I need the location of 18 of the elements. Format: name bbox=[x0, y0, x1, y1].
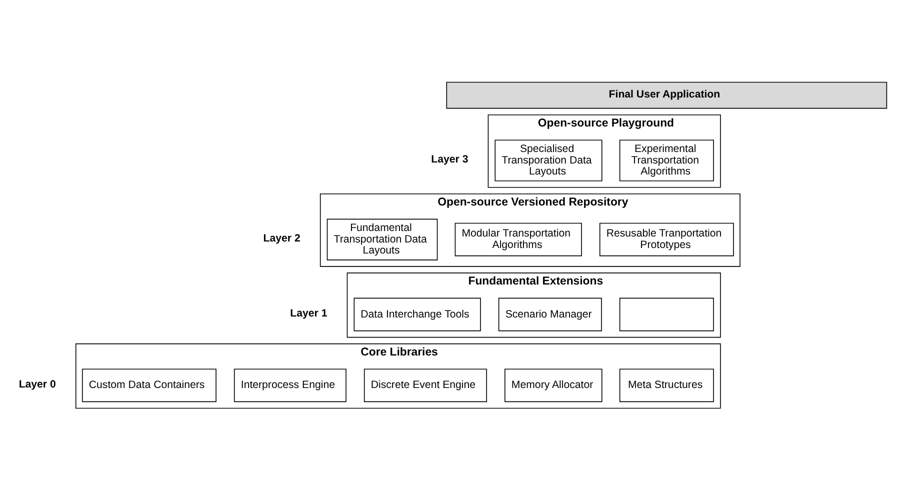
node-label: Layer 2 bbox=[263, 232, 300, 244]
node-label: Layer 0 bbox=[18, 378, 56, 390]
node-box bbox=[619, 297, 714, 331]
node-box: Meta Structures bbox=[619, 368, 714, 402]
node-box: Memory Allocator bbox=[504, 368, 602, 402]
node-box: Modular Transportation Algorithms bbox=[454, 222, 582, 256]
node-box: Data Interchange Tools bbox=[354, 297, 481, 331]
node-box: Specialised Transporation Data Layouts bbox=[494, 139, 602, 181]
node-box: Custom Data Containers bbox=[82, 368, 216, 402]
node-label: Layer 1 bbox=[290, 306, 328, 319]
node-box: Interprocess Engine bbox=[234, 368, 346, 402]
node-box: Experimental Transportation Algorithms bbox=[619, 139, 714, 181]
node-box: Resusable Tranportation Prototypes bbox=[599, 222, 734, 256]
node-box: Final User Application bbox=[446, 81, 888, 108]
node-box: Fundamental Transportation Data Layouts bbox=[326, 218, 438, 260]
node-box: Discrete Event Engine bbox=[364, 368, 487, 402]
node-label: Layer 3 bbox=[431, 152, 468, 165]
node-box: Scenario Manager bbox=[498, 297, 602, 331]
